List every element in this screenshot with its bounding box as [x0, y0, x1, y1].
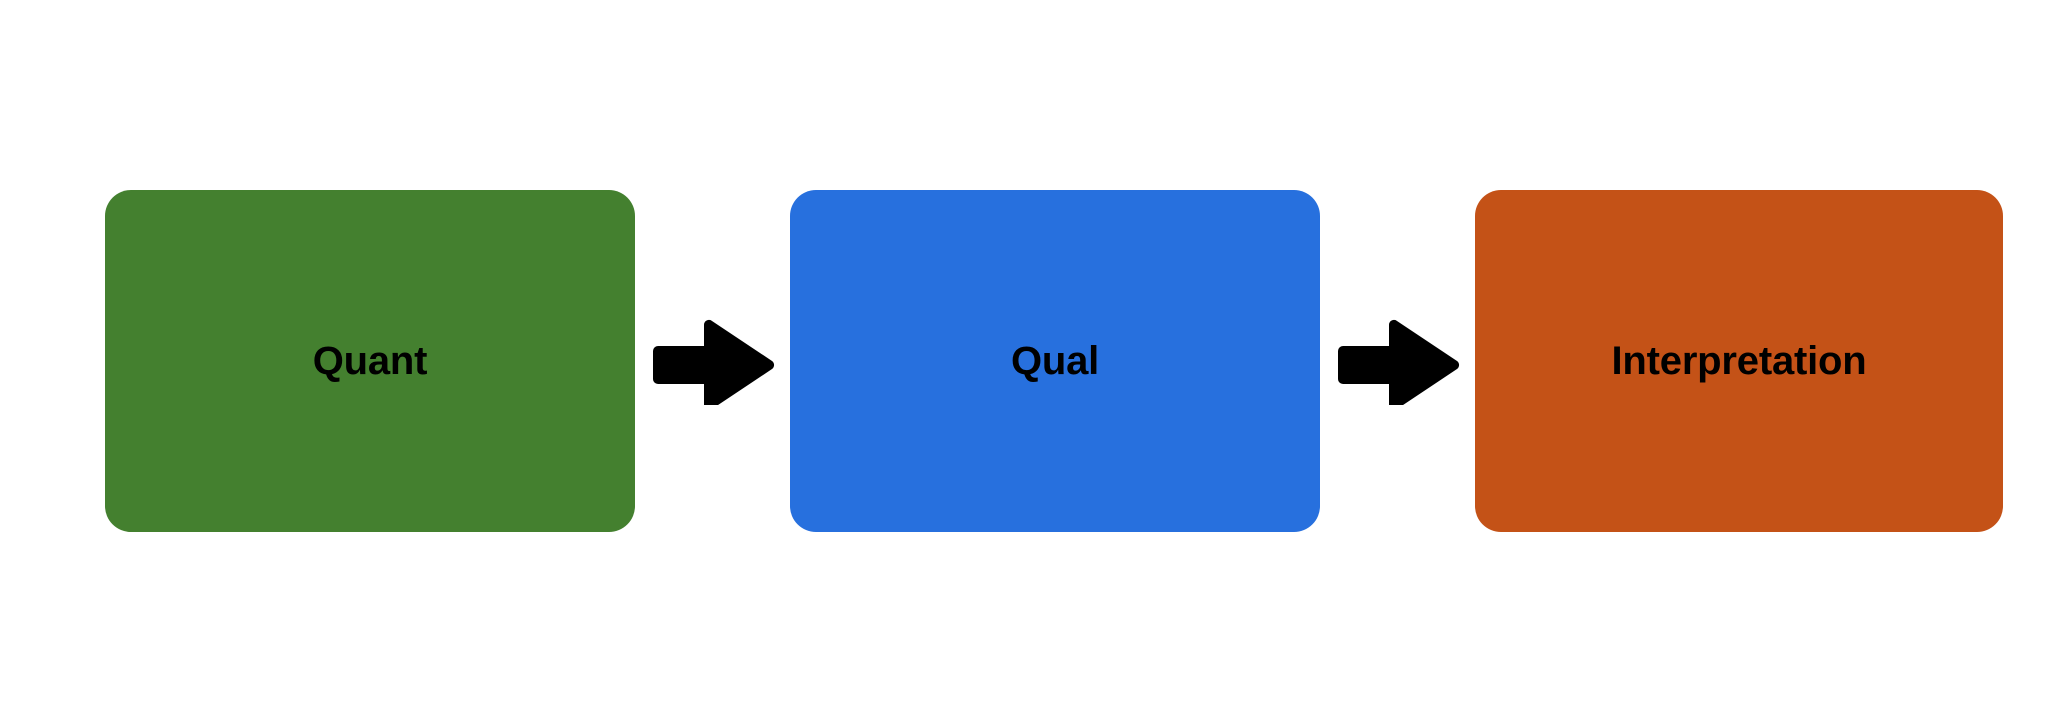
stage-label-qual: Qual	[1010, 339, 1100, 383]
stage-label-quant: Quant	[312, 339, 428, 383]
stage-box-quant[interactable]: Quant	[105, 190, 635, 532]
connector-quant-to-qual	[635, 190, 790, 532]
process-flow-row: Quant Qual Interpretation	[105, 190, 2003, 532]
connector-qual-to-interpretation	[1320, 190, 1475, 532]
stage-box-qual[interactable]: Qual	[790, 190, 1320, 532]
stage-label-interpretation: Interpretation	[1611, 339, 1867, 383]
stage-box-interpretation[interactable]: Interpretation	[1475, 190, 2003, 532]
arrow-right-icon	[1337, 319, 1459, 405]
arrow-right-icon	[652, 319, 774, 405]
